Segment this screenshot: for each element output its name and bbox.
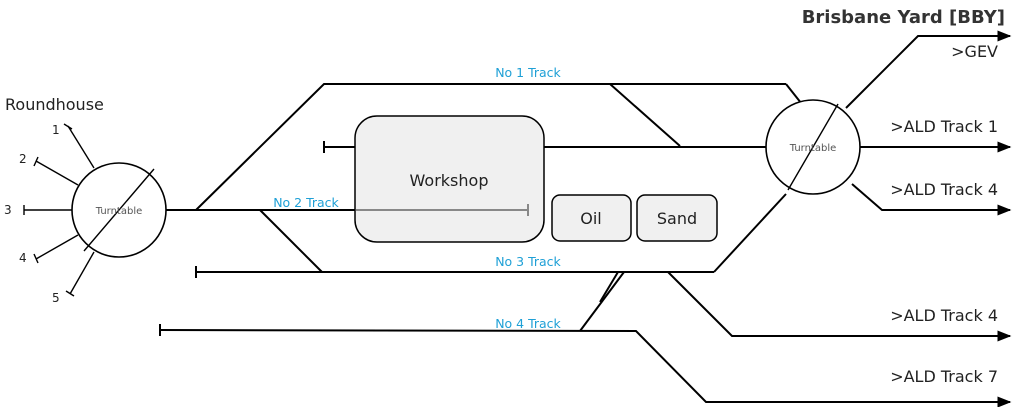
no1-track-line xyxy=(195,83,681,211)
roundhouse-label: Roundhouse xyxy=(5,95,104,114)
oil-building: Oil xyxy=(551,194,632,242)
oil-label: Oil xyxy=(580,209,601,228)
dest-ald1: >ALD Track 1 xyxy=(890,117,998,136)
ald4-lower-line xyxy=(667,271,1012,342)
no3-connector xyxy=(259,209,323,273)
left-turntable: Turntable xyxy=(71,162,167,258)
workshop-label: Workshop xyxy=(410,171,489,190)
road-5 xyxy=(69,251,95,295)
road-4 xyxy=(35,234,79,260)
road-number-3: 3 xyxy=(4,203,12,217)
left-turntable-label: Turntable xyxy=(95,206,143,217)
sand-building: Sand xyxy=(636,194,718,242)
dest-ald4-upper: >ALD Track 4 xyxy=(890,180,998,199)
road-number-4: 4 xyxy=(19,251,27,265)
right-turntable: Turntable xyxy=(765,99,861,195)
workshop-building: Workshop xyxy=(354,115,545,243)
dest-ald4-lower: >ALD Track 4 xyxy=(890,306,998,325)
roundhouse-roads xyxy=(23,123,95,297)
dest-ald7: >ALD Track 7 xyxy=(890,367,998,386)
road-number-1: 1 xyxy=(52,123,60,137)
no4-track-line xyxy=(159,329,1012,407)
no2-track-label: No 2 Track xyxy=(273,195,339,210)
no1-track-label: No 1 Track xyxy=(495,65,561,80)
road-number-5: 5 xyxy=(52,291,60,305)
dest-gev: >GEV xyxy=(951,42,998,61)
right-turntable-label: Turntable xyxy=(789,143,837,154)
no3-track-label: No 3 Track xyxy=(495,254,561,269)
road-number-2: 2 xyxy=(19,152,27,166)
no4-track-label: No 4 Track xyxy=(495,316,561,331)
yard-title: Brisbane Yard [BBY] xyxy=(802,7,1005,28)
sand-label: Sand xyxy=(657,209,697,228)
road-1 xyxy=(67,125,95,169)
road-2 xyxy=(35,160,79,186)
ald4-upper-line xyxy=(851,183,1012,216)
gev-line xyxy=(845,30,1012,109)
